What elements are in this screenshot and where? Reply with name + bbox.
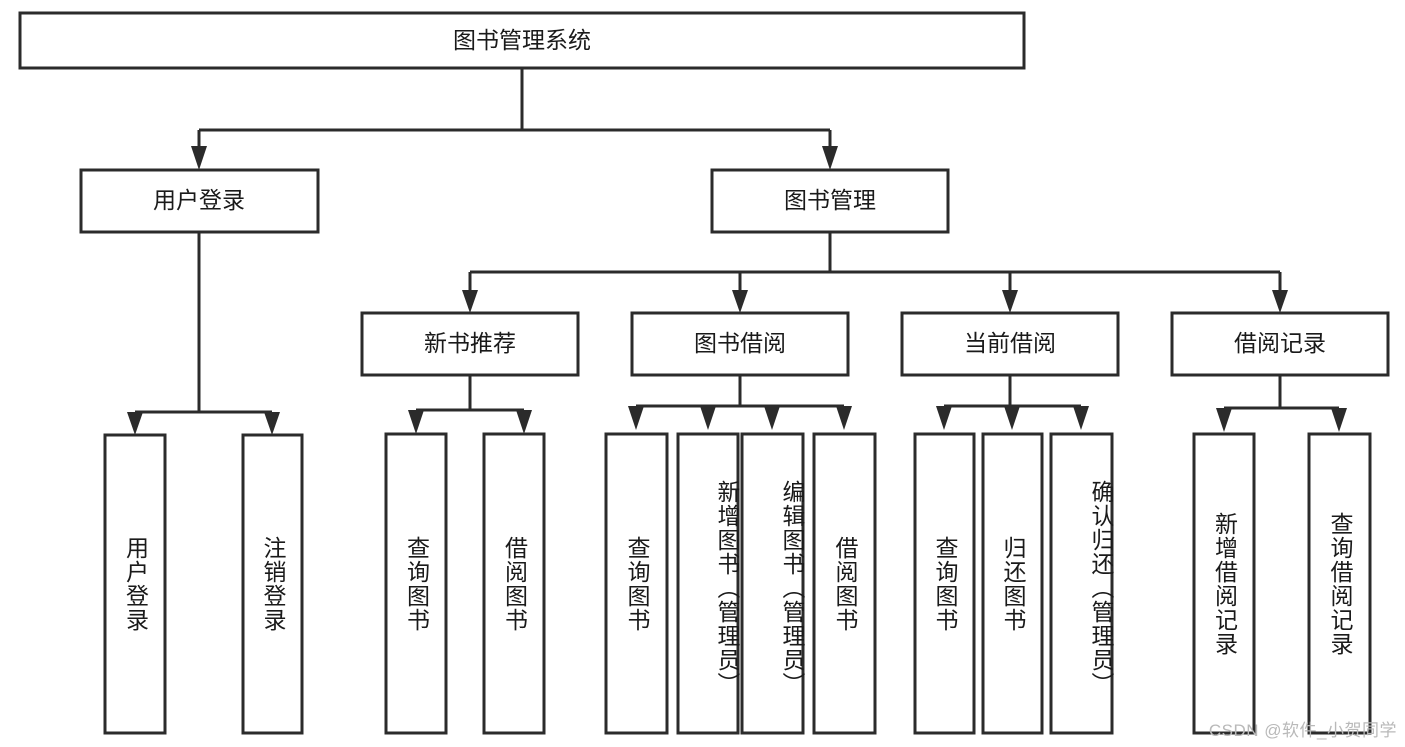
node-box-leaf-logout[interactable] xyxy=(241,433,304,735)
label-book-borrow: 图书借阅 xyxy=(694,330,786,356)
label-user-login: 用户登录 xyxy=(153,187,245,213)
arrowhead-borrowrecord-leaf-1 xyxy=(1216,408,1232,432)
arrowhead-newbook-leaf-2 xyxy=(516,410,532,434)
node-box-new-book-recommend[interactable] xyxy=(360,311,580,377)
node-box-leaf-add-borrow-record[interactable] xyxy=(1192,432,1256,735)
node-box-current-borrow[interactable] xyxy=(900,311,1120,377)
arrowhead-book-borrow xyxy=(732,290,748,313)
arrowhead-borrow-record xyxy=(1272,290,1288,313)
arrowhead-leaf-user-login xyxy=(127,412,143,435)
nodes-layer xyxy=(18,11,1390,735)
arrowhead-user-login xyxy=(191,146,207,170)
arrowhead-leaf-logout xyxy=(264,412,280,435)
labels-horizontal: 图书管理系统 用户登录 图书管理 新书推荐 图书借阅 当前借阅 借阅记录 xyxy=(153,27,1326,356)
arrowhead-bookborrow-leaf-4 xyxy=(836,406,852,430)
label-root: 图书管理系统 xyxy=(453,27,591,53)
label-new-book-recommend: 新书推荐 xyxy=(424,330,516,356)
connectors-layer xyxy=(127,68,1347,435)
node-box-leaf-borrow-book-2[interactable] xyxy=(812,432,877,735)
csdn-watermark: CSDN @软件_小贺同学 xyxy=(1208,721,1397,740)
node-box-book-borrow[interactable] xyxy=(630,311,850,377)
node-box-leaf-user-login[interactable] xyxy=(103,433,167,735)
label-book-manage: 图书管理 xyxy=(784,187,876,213)
arrowhead-currentborrow-leaf-2 xyxy=(1004,406,1020,430)
label-borrow-record: 借阅记录 xyxy=(1234,330,1326,356)
node-box-leaf-edit-book[interactable] xyxy=(740,432,805,735)
node-box-leaf-query-book-1[interactable] xyxy=(384,432,448,735)
node-box-leaf-confirm-return[interactable] xyxy=(1049,432,1114,735)
arrowhead-currentborrow-leaf-3 xyxy=(1073,406,1089,430)
node-box-leaf-query-book-2[interactable] xyxy=(604,432,669,735)
arrowhead-bookborrow-leaf-1 xyxy=(628,406,644,430)
label-current-borrow: 当前借阅 xyxy=(964,330,1056,356)
node-box-leaf-query-book-3[interactable] xyxy=(913,432,976,735)
node-box-leaf-add-book[interactable] xyxy=(676,432,740,735)
node-box-book-manage[interactable] xyxy=(710,168,950,234)
arrowhead-currentborrow-leaf-1 xyxy=(936,406,952,430)
node-box-user-login[interactable] xyxy=(79,168,320,234)
arrowhead-newbook-leaf-1 xyxy=(408,410,424,434)
arrowhead-new-book xyxy=(462,290,478,313)
arrowhead-bookborrow-leaf-2 xyxy=(700,406,716,430)
node-box-leaf-borrow-book-1[interactable] xyxy=(482,432,546,735)
node-box-leaf-return-book[interactable] xyxy=(981,432,1044,735)
arrowhead-bookborrow-leaf-3 xyxy=(764,406,780,430)
node-box-borrow-record[interactable] xyxy=(1170,311,1390,377)
arrowhead-book-manage xyxy=(822,146,838,170)
node-box-root[interactable] xyxy=(18,11,1026,70)
node-box-leaf-query-borrow-record[interactable] xyxy=(1307,432,1372,735)
arrowhead-current-borrow xyxy=(1002,290,1018,313)
arrowhead-borrowrecord-leaf-2 xyxy=(1331,408,1347,432)
